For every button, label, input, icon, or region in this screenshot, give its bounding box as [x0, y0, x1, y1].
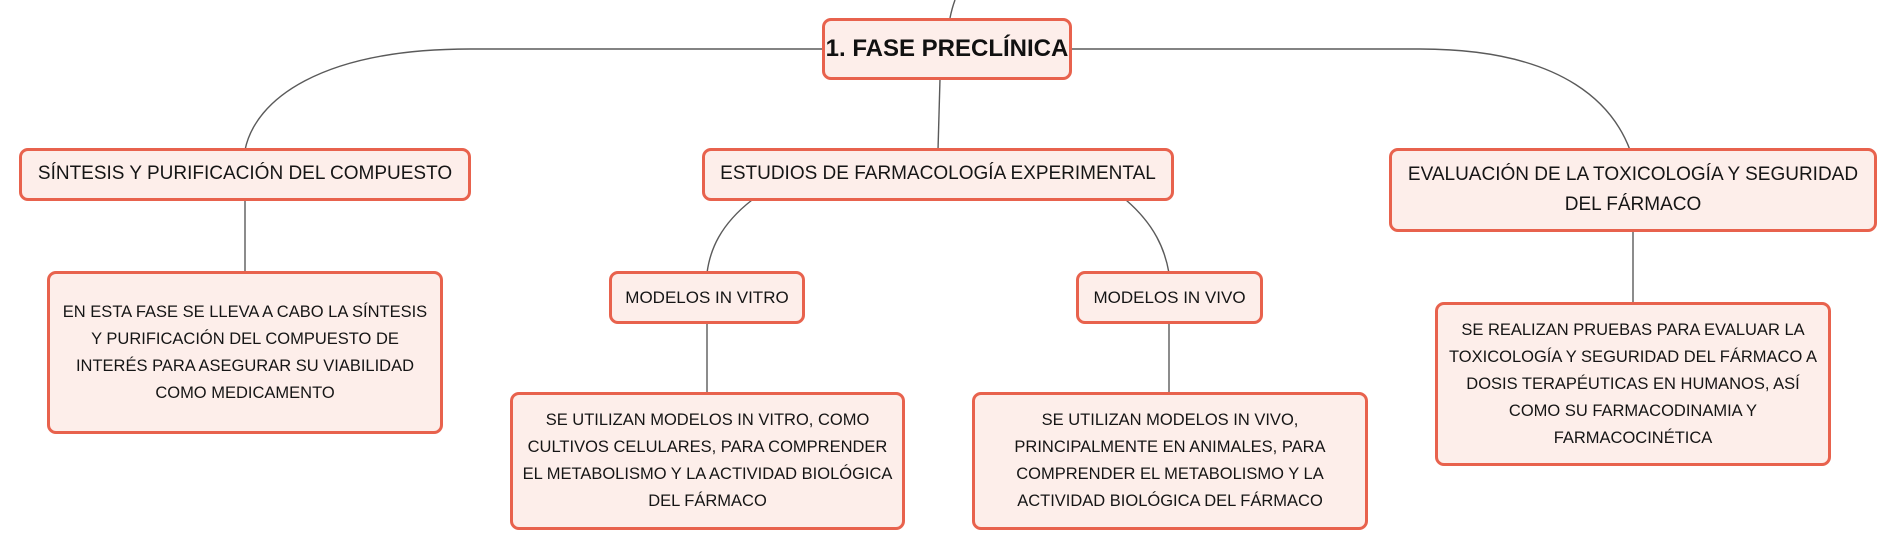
connector-root-to-synthesis — [244, 48, 823, 151]
in-vitro-detail-text: SE UTILIZAN MODELOS IN VITRO, COMO CULTI… — [522, 411, 893, 510]
connector-pharmacology-to-in-vivo — [1125, 199, 1170, 274]
connector-pharmacology-to-in-vitro — [706, 199, 753, 274]
in-vitro-title: MODELOS IN VITRO — [625, 287, 789, 307]
synthesis-title: SÍNTESIS Y PURIFICACIÓN DEL COMPUESTO — [37, 163, 453, 185]
connector-root-to-toxicology — [1071, 48, 1631, 151]
synthesis-detail-text: EN ESTA FASE SE LLEVA A CABO LA SÍNTESIS… — [62, 302, 428, 402]
in-vivo-detail-text: SE UTILIZAN MODELOS IN VIVO, PRINCIPALME… — [1014, 411, 1326, 510]
in-vitro-node[interactable]: MODELOS IN VITRO — [609, 271, 805, 324]
synthesis-node[interactable]: SÍNTESIS Y PURIFICACIÓN DEL COMPUESTO — [19, 148, 471, 201]
synthesis-detail-node[interactable]: EN ESTA FASE SE LLEVA A CABO LA SÍNTESIS… — [47, 271, 443, 434]
connector-parent-to-root — [949, 0, 956, 19]
root-node[interactable]: 1. FASE PRECLÍNICA — [822, 18, 1072, 80]
root-label: 1. FASE PRECLÍNICA — [825, 35, 1069, 62]
toxicology-detail-node[interactable]: SE REALIZAN PRUEBAS PARA EVALUAR LA TOXI… — [1435, 302, 1831, 466]
toxicology-title: EVALUACIÓN DE LA TOXICOLOGÍA Y SEGURIDAD… — [1407, 163, 1859, 215]
toxicology-node[interactable]: EVALUACIÓN DE LA TOXICOLOGÍA Y SEGURIDAD… — [1389, 148, 1877, 232]
in-vivo-title: MODELOS IN VIVO — [1093, 287, 1246, 307]
pharmacology-title: ESTUDIOS DE FARMACOLOGÍA EXPERIMENTAL — [720, 163, 1156, 185]
in-vitro-detail-node[interactable]: SE UTILIZAN MODELOS IN VITRO, COMO CULTI… — [510, 392, 905, 530]
pharmacology-node[interactable]: ESTUDIOS DE FARMACOLOGÍA EXPERIMENTAL — [702, 148, 1174, 201]
in-vivo-node[interactable]: MODELOS IN VIVO — [1076, 271, 1263, 324]
connector-root-to-pharmacology — [937, 78, 941, 151]
in-vivo-detail-node[interactable]: SE UTILIZAN MODELOS IN VIVO, PRINCIPALME… — [972, 392, 1368, 530]
toxicology-detail-text: SE REALIZAN PRUEBAS PARA EVALUAR LA TOXI… — [1449, 320, 1817, 447]
